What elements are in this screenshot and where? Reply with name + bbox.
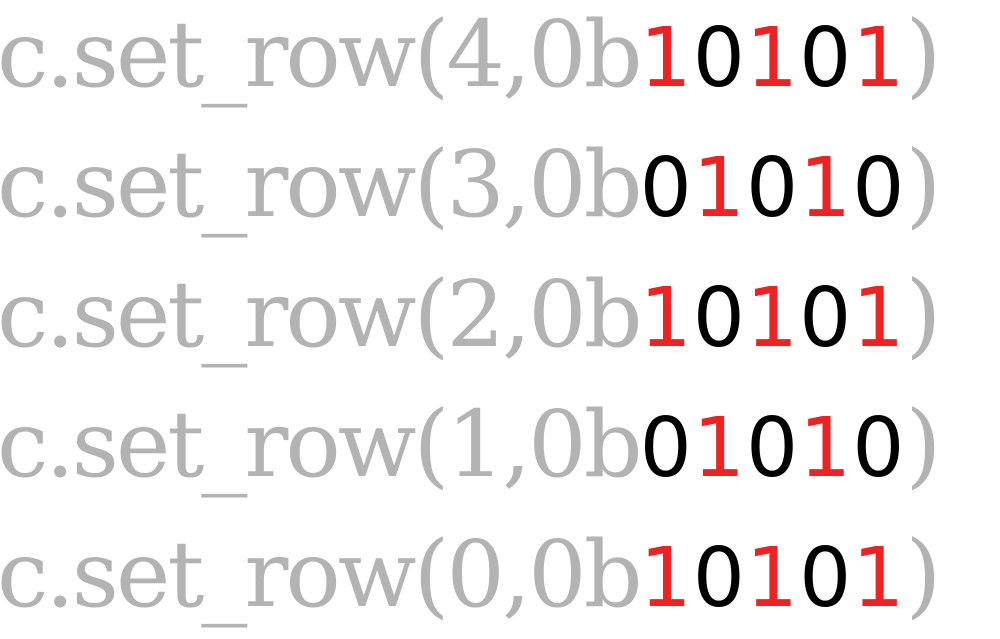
- bit-sequence: 10101: [640, 11, 906, 106]
- bit: 0: [852, 401, 906, 496]
- line-prefix: c.set_row(2,0b: [0, 261, 643, 368]
- bit: 0: [639, 141, 693, 236]
- bit: 0: [852, 141, 906, 236]
- bit: 1: [639, 531, 693, 626]
- line-suffix: ): [905, 131, 941, 238]
- line-prefix: c.set_row(0,0b: [0, 521, 643, 628]
- bit: 1: [692, 401, 746, 496]
- bit: 1: [745, 11, 800, 106]
- bit: 1: [639, 11, 693, 106]
- bit-sequence: 10101: [640, 531, 906, 626]
- bit: 0: [745, 401, 800, 496]
- bit: 0: [799, 531, 853, 626]
- bit: 1: [852, 11, 906, 106]
- bit: 1: [639, 271, 693, 366]
- code-line-row-1: c.set_row(1,0b01010): [0, 385, 941, 505]
- bit: 1: [852, 531, 906, 626]
- code-line-row-0: c.set_row(0,0b10101): [0, 515, 941, 635]
- line-prefix: c.set_row(3,0b: [0, 131, 643, 238]
- bit-sequence: 10101: [640, 271, 906, 366]
- bit: 0: [799, 11, 853, 106]
- bit: 0: [692, 11, 746, 106]
- code-line-row-3: c.set_row(3,0b01010): [0, 125, 941, 245]
- bit-sequence: 01010: [640, 141, 906, 236]
- code-line-row-4: c.set_row(4,0b10101): [0, 0, 941, 115]
- bit: 1: [852, 271, 906, 366]
- bit: 1: [692, 141, 746, 236]
- bit: 0: [692, 271, 746, 366]
- line-suffix: ): [905, 1, 941, 108]
- line-suffix: ): [905, 261, 941, 368]
- line-prefix: c.set_row(4,0b: [0, 1, 643, 108]
- bit: 1: [799, 141, 853, 236]
- code-line-row-2: c.set_row(2,0b10101): [0, 255, 941, 375]
- bit: 0: [745, 141, 800, 236]
- line-suffix: ): [905, 391, 941, 498]
- bit: 0: [639, 401, 693, 496]
- bit-sequence: 01010: [640, 401, 906, 496]
- bit: 0: [692, 531, 746, 626]
- line-prefix: c.set_row(1,0b: [0, 391, 643, 498]
- bit: 1: [745, 271, 800, 366]
- bit: 1: [745, 531, 800, 626]
- line-suffix: ): [905, 521, 941, 628]
- bit: 1: [799, 401, 853, 496]
- bit: 0: [799, 271, 853, 366]
